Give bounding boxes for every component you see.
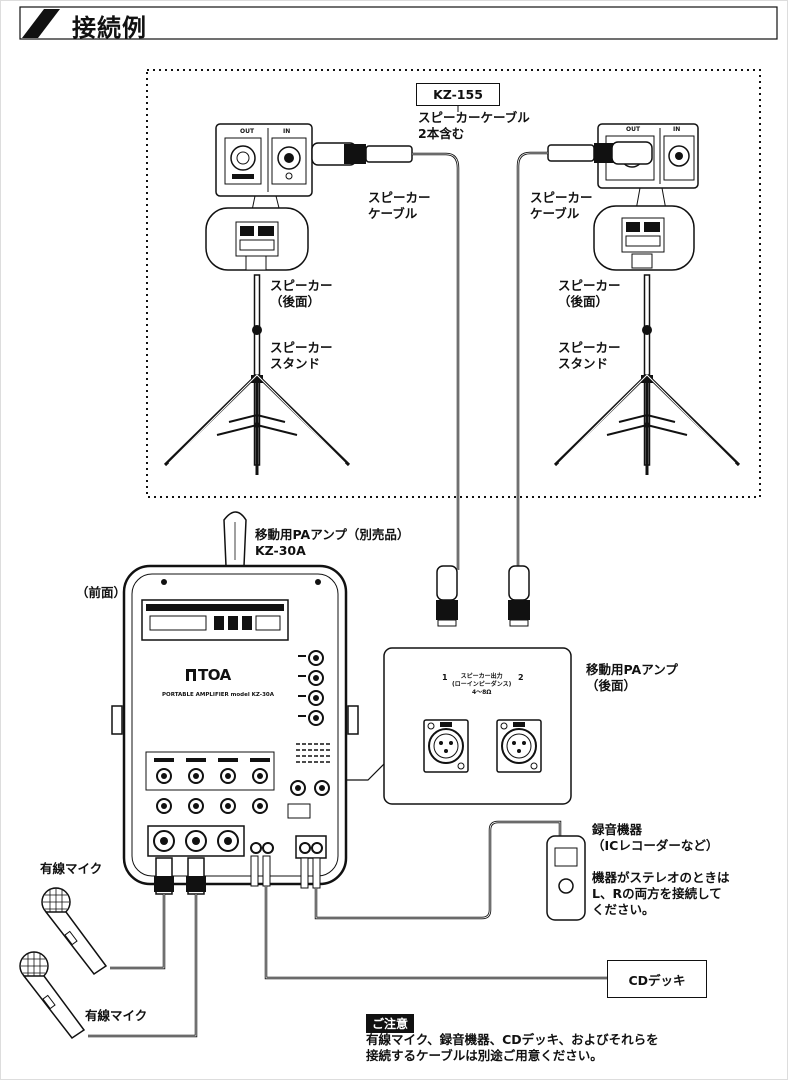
rear-panel-line2: （後面）: [586, 678, 637, 693]
right-rear-line1: スピーカー: [558, 278, 621, 293]
recorder-line2: （ICレコーダーなど）: [592, 838, 719, 853]
right-stand-line2: スタンド: [558, 356, 609, 371]
cd-deck-box: CDデッキ: [607, 960, 707, 998]
rear-port-2: 2: [518, 673, 524, 682]
page-title: 接続例: [72, 14, 147, 42]
recorder-line3: 機器がステレオのときは: [592, 870, 730, 885]
right-cable-label: スピーカー ケーブル: [530, 190, 593, 222]
left-speaker-rear-label: スピーカー （後面）: [270, 278, 333, 310]
left-stand-line2: スタンド: [270, 356, 321, 371]
right-stand-line1: スピーカー: [558, 340, 621, 355]
cable-caption-line1: スピーカーケーブル: [418, 110, 530, 125]
left-cable-label: スピーカー ケーブル: [368, 190, 431, 222]
left-stand-label: スピーカー スタンド: [270, 340, 333, 372]
amp-model-text: PORTABLE AMPLIFIER model KZ-30A: [162, 692, 274, 698]
rear-output-line3: 4～8Ω: [471, 689, 492, 696]
left-rear-line1: スピーカー: [270, 278, 333, 293]
recorder-label: 録音機器 （ICレコーダーなど）: [592, 822, 718, 854]
left-cable-line1: スピーカー: [368, 190, 431, 205]
notice-badge: ご注意: [366, 1014, 415, 1033]
notice-line1: 有線マイク、録音機器、CDデッキ、およびそれらを: [366, 1032, 659, 1047]
rear-panel-label: 移動用PAアンプ （後面）: [586, 662, 678, 694]
left-out-label: OUT: [240, 128, 255, 135]
cable-caption-line2: 2本含む: [418, 126, 465, 141]
amp-name-line1: 移動用PAアンプ（別売品）: [255, 527, 410, 542]
notice-text: 有線マイク、録音機器、CDデッキ、およびそれらを 接続するケーブルは別途ご用意く…: [366, 1032, 659, 1064]
right-in-label: IN: [673, 126, 681, 133]
rear-output-line1: スピーカー出力: [460, 673, 503, 680]
right-rear-line2: （後面）: [558, 294, 609, 309]
recorder-line4: L、Rの両方を接続して: [592, 886, 722, 901]
mic-bottom-label: 有線マイク: [85, 1008, 148, 1023]
mic-top-label: 有線マイク: [40, 861, 103, 876]
left-stand-line1: スピーカー: [270, 340, 333, 355]
amp-name-label: 移動用PAアンプ（別売品） KZ-30A: [255, 527, 409, 559]
kz155-label: KZ-155: [416, 83, 500, 106]
left-cable-line2: ケーブル: [368, 206, 418, 221]
left-rear-line2: （後面）: [270, 294, 321, 309]
amp-name-line2: KZ-30A: [255, 543, 306, 558]
recorder-line5: ください。: [592, 902, 655, 917]
toa-logo: TOA: [198, 666, 231, 684]
rear-panel-line1: 移動用PAアンプ: [586, 662, 678, 677]
left-in-label: IN: [283, 128, 291, 135]
amp-front-label: （前面）: [76, 585, 127, 600]
notice-line2: 接続するケーブルは別途ご用意ください。: [366, 1048, 603, 1063]
right-stand-label: スピーカー スタンド: [558, 340, 621, 372]
cable-caption: スピーカーケーブル 2本含む: [418, 110, 530, 142]
right-cable-line1: スピーカー: [530, 190, 593, 205]
right-cable-line2: ケーブル: [530, 206, 580, 221]
recorder-line1: 録音機器: [592, 822, 643, 837]
rear-output-line2: (ローインピーダンス): [452, 681, 512, 688]
rear-port-1: 1: [442, 673, 448, 682]
recorder-note: 機器がステレオのときは L、Rの両方を接続して ください。: [592, 870, 730, 918]
right-out-label: OUT: [626, 126, 641, 133]
rear-output-label: スピーカー出力 (ローインピーダンス) 4～8Ω: [452, 673, 511, 697]
right-speaker-rear-label: スピーカー （後面）: [558, 278, 621, 310]
